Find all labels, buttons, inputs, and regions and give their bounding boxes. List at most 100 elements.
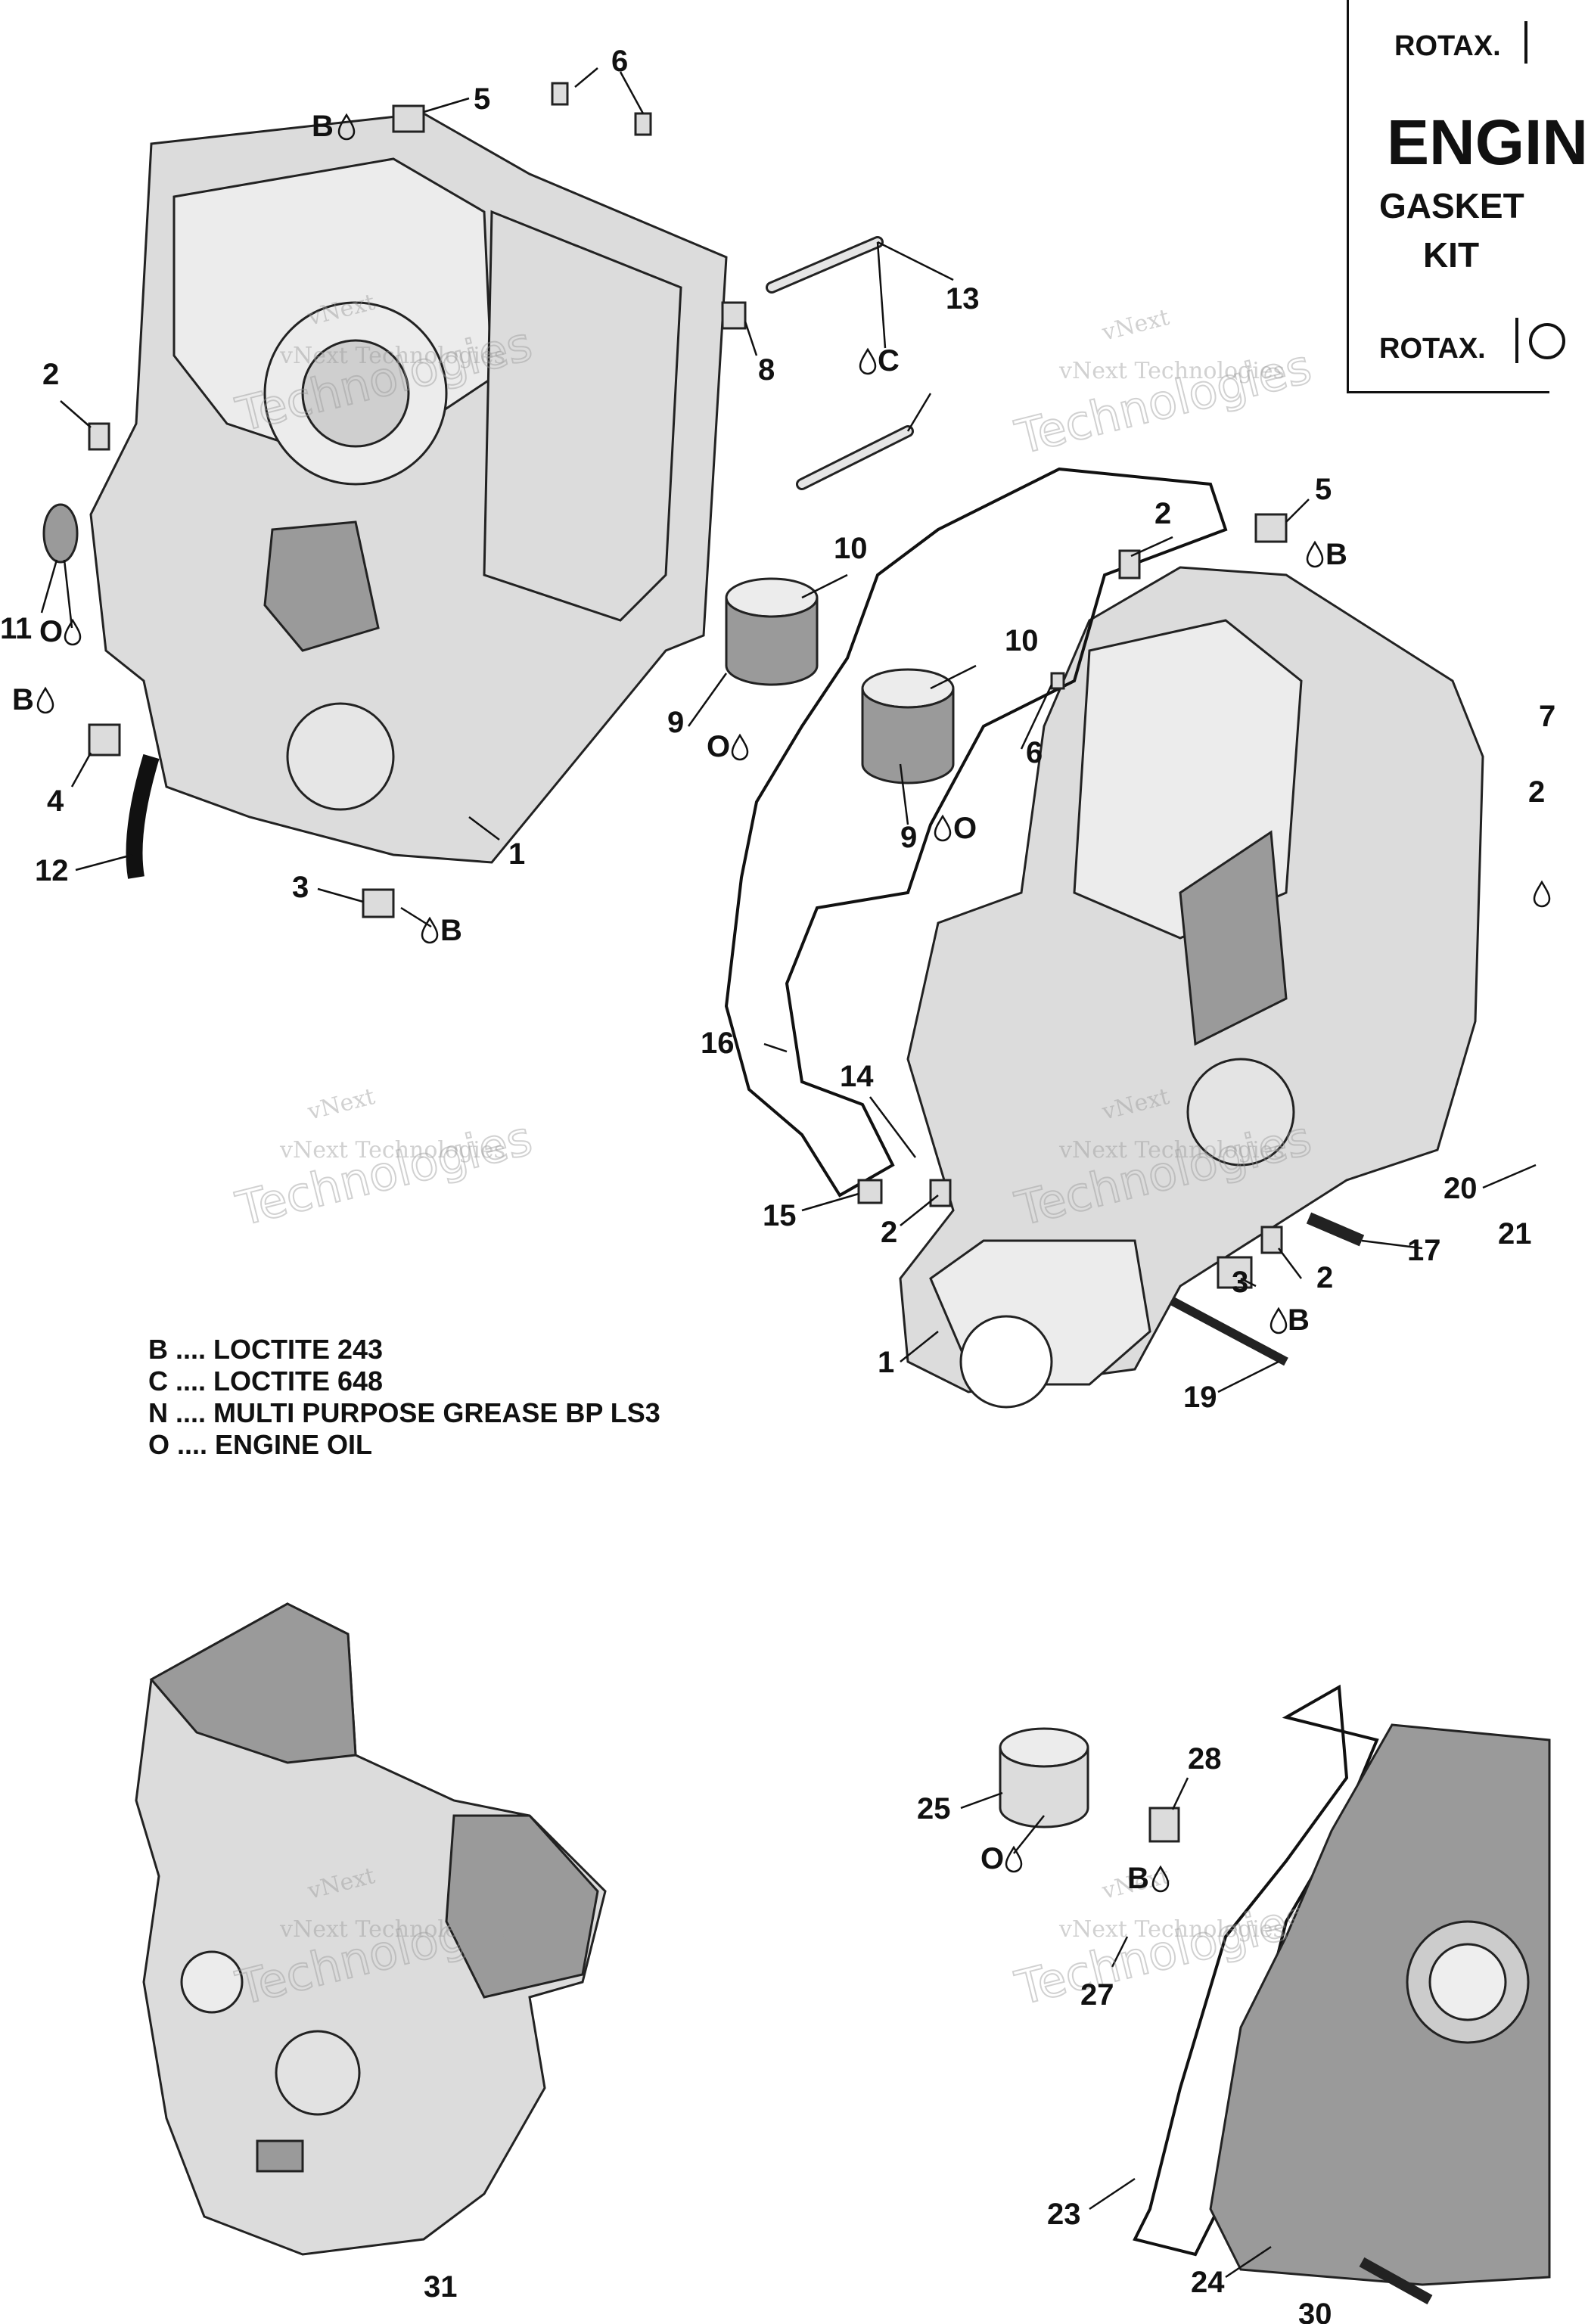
drop-icon [934,815,952,842]
bolt-19 [1170,1297,1288,1366]
nut-4 [88,723,121,757]
lube-c-1: C [878,344,900,377]
watermark-2a: vNext [1099,304,1172,346]
lube-b-4: B [1325,538,1347,571]
callout-14: 14 [840,1060,874,1093]
drop-icon [1269,1307,1288,1334]
drop-icon [1533,881,1551,908]
legend-line-c: C .... LOCTITE 648 [148,1366,383,1397]
gasket-16 [724,467,1228,1198]
studs-13 [766,236,914,490]
legend-line-n: N .... MULTI PURPOSE GREASE BP LS3 [148,1397,660,1428]
leader-lines [40,67,1537,2279]
seal-11 [42,503,79,564]
lube-marks: B C O B B B O O B O B [12,110,1551,1895]
callout-2d: 2 [1316,1261,1333,1294]
watermark-6b: vNext Technologies [1058,1916,1285,1943]
kit-subtitle-gasket: GASKET [1379,186,1524,225]
bolt-30 [1359,2257,1433,2305]
callout-2b: 2 [1154,497,1171,530]
dowel-2b [1118,549,1141,579]
parts-diagram: vNext vNext Technologies Technologies vN… [0,45,1555,2324]
watermark-3a: vNext [304,1083,378,1126]
rotax-logo: ROTAX. [1394,30,1501,62]
screw-15 [857,1179,883,1204]
callout-23: 23 [1047,2198,1081,2231]
watermark-4b: vNext Technologies [1058,1137,1285,1164]
callout-25: 25 [917,1792,951,1825]
kit-title: ENGIN [1387,107,1588,178]
callout-9b: 9 [900,821,917,854]
logo-divider [1515,318,1518,363]
callout-6a: 6 [611,45,628,78]
callout-10b: 10 [1005,624,1039,657]
lube-o-3: O [953,812,977,845]
dowel-2a [88,422,110,451]
plug-28 [1148,1807,1180,1843]
dowel-8 [721,301,747,330]
nut-5b [1254,513,1288,543]
callout-11: 11 [0,612,32,645]
callout-21: 21 [1498,1217,1532,1251]
lube-b-6: B [1127,1862,1149,1895]
drop-icon [36,687,54,714]
brp-logo [1529,323,1565,359]
lube-b-1: B [312,110,334,143]
callout-20: 20 [1443,1172,1478,1205]
callout-30: 30 [1298,2298,1332,2324]
legend-line-b: B .... LOCTITE 243 [148,1334,383,1365]
nut-3a [362,888,395,918]
callout-10a: 10 [834,532,868,565]
crankcase-right [899,566,1484,1409]
watermark-3c: Technologies [231,1110,537,1236]
watermark-2b: vNext Technologies [1058,358,1285,384]
watermark-3b: vNext Technologies [279,1137,505,1164]
lube-b-3: B [440,914,462,947]
callout-6b: 6 [1026,736,1043,769]
callout-16: 16 [701,1027,735,1060]
callout-15: 15 [763,1199,797,1232]
crankcase-left [89,112,728,864]
callout-31: 31 [424,2270,458,2304]
cover-24 [1133,1684,1551,2286]
watermark-1b: vNext Technologies [279,343,505,369]
lube-o-2: O [707,730,730,763]
callout-27: 27 [1080,1978,1114,2012]
pin-6b [1050,672,1065,690]
legend-line-o: O .... ENGINE OIL [148,1429,372,1460]
callout-7: 7 [1539,700,1555,733]
bolt-17 [1306,1212,1365,1247]
lube-o-4: O [980,1842,1004,1875]
lube-b-5: B [1288,1303,1310,1337]
callout-5b: 5 [1315,473,1332,506]
callout-19: 19 [1183,1381,1217,1414]
engine-assembly-31 [135,1602,607,2256]
callout-5a: 5 [474,82,490,116]
callouts: 5 6 2 11 4 12 3 1 8 13 10 10 9 9 6 2 5 7… [0,45,1555,2324]
callout-4: 4 [47,785,64,818]
callout-8: 8 [758,353,775,387]
lube-o-1: O [39,615,63,648]
callout-3b: 3 [1232,1266,1248,1299]
kit-subtitle-kit: KIT [1422,235,1480,275]
callout-13: 13 [946,282,980,315]
callout-1a: 1 [508,837,525,871]
nut-3b [1217,1256,1253,1289]
callout-17: 17 [1407,1234,1441,1267]
bearing-9-10-a [725,577,819,686]
logo-divider [1524,21,1527,64]
drop-icon [1306,541,1324,568]
callout-1b: 1 [878,1346,894,1379]
callout-2e: 2 [1528,775,1545,809]
watermark-5b: vNext Technologies [279,1916,505,1943]
drop-icon [64,619,82,646]
drop-icon [859,348,877,375]
drop-icon [1005,1846,1023,1873]
dowel-2c [929,1179,952,1207]
dowel-2d [1260,1226,1283,1254]
callout-2a: 2 [42,358,59,391]
small-parts [42,82,1365,1366]
bearing-25 [999,1727,1089,1828]
drop-icon [731,734,749,761]
hose-12 [126,753,160,879]
